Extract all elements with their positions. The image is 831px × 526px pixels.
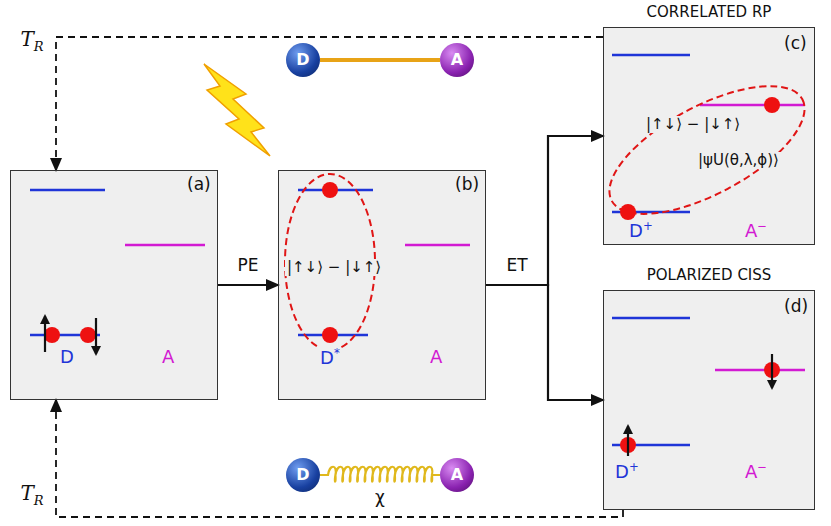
species-label: D xyxy=(286,458,320,492)
donor-sphere: D xyxy=(286,458,320,492)
connector xyxy=(56,37,603,170)
acceptor-sphere: A xyxy=(440,43,474,77)
connector xyxy=(320,467,440,482)
panel-letter: (d) xyxy=(784,297,808,316)
connector xyxy=(56,400,623,517)
edge-label: ET xyxy=(504,256,529,275)
species-label: D+ xyxy=(614,461,640,482)
spin-state: |↑↓⟩ − |↓↑⟩ xyxy=(285,259,383,276)
box-fill xyxy=(603,290,815,510)
entanglement-ellipse xyxy=(285,60,823,350)
species-label: A xyxy=(161,347,175,367)
species-label: D+ xyxy=(628,220,654,241)
edge-label: TR xyxy=(18,28,45,54)
spin-state: |↑↓⟩ − |↓↑⟩ xyxy=(644,116,742,133)
panel-letter: (a) xyxy=(187,175,211,194)
lightning-bolt xyxy=(204,64,270,156)
edge-label: χ xyxy=(373,488,387,507)
connector xyxy=(486,285,603,400)
edge-label: TR xyxy=(18,482,45,508)
box-fill xyxy=(603,27,815,245)
state-box: POLARIZED CISS(d)D+A− xyxy=(603,290,815,510)
connector xyxy=(320,58,440,62)
species-label: A− xyxy=(744,220,768,241)
species-label: D* xyxy=(319,347,341,368)
energy-levels xyxy=(30,55,805,445)
species-label: D xyxy=(286,43,320,77)
panel-title: POLARIZED CISS xyxy=(604,267,814,284)
panel-letter: (c) xyxy=(784,34,807,53)
species-label: A xyxy=(440,458,474,492)
connector xyxy=(218,284,278,286)
species-label: D xyxy=(59,347,75,367)
species-label: A xyxy=(429,347,443,367)
box-fill xyxy=(278,170,486,400)
panel-letter: (b) xyxy=(455,175,479,194)
spin-arrow xyxy=(45,316,772,456)
species-label: A− xyxy=(744,461,768,482)
state-box: (a) D A xyxy=(10,170,218,400)
acceptor-sphere: A xyxy=(440,458,474,492)
donor-sphere: D xyxy=(286,43,320,77)
connector xyxy=(486,136,603,285)
state-box: (b) |↑↓⟩ − |↓↑⟩ D* A xyxy=(278,170,486,400)
panel-title: CORRELATED RP xyxy=(604,4,814,21)
species-label: A xyxy=(440,43,474,77)
box-fill xyxy=(10,170,218,400)
state-box: CORRELATED RP(c)|↑↓⟩ − |↓↑⟩|ψU(θ,λ,ϕ)⟩D+… xyxy=(603,27,815,245)
edge-label: PE xyxy=(236,256,261,275)
spin-state: |ψU(θ,λ,ϕ)⟩ xyxy=(696,152,781,169)
